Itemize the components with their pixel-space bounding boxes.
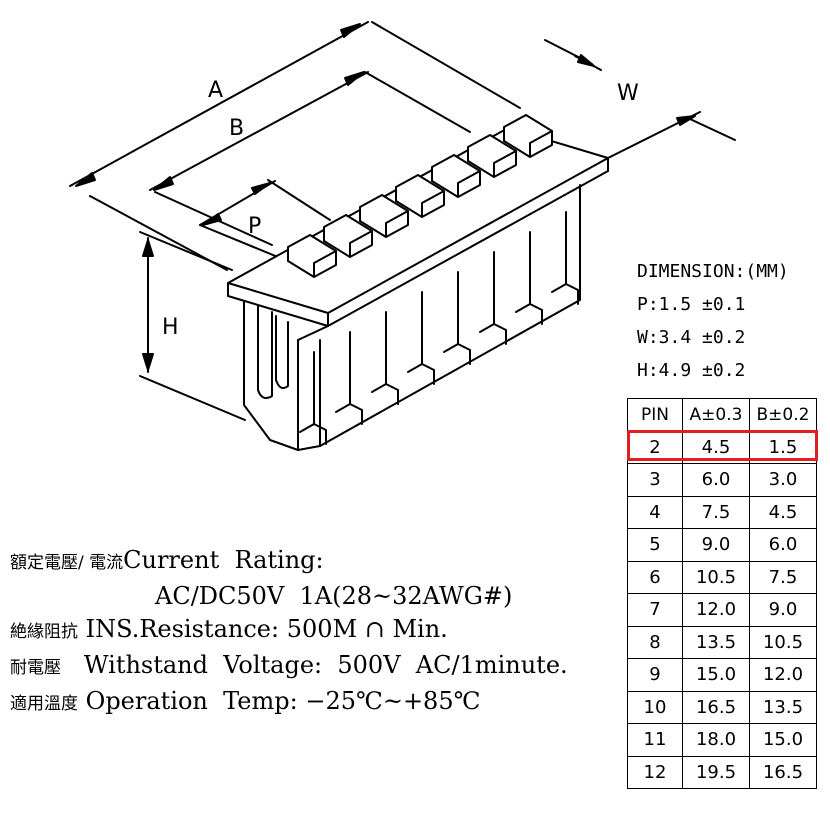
spec-resistance: 絶緣阻抗 INS.Resistance: 500M ∩ Min. [10,613,568,649]
a-cell: 15.0 [682,658,750,692]
a-cell: 7.5 [682,495,750,529]
spec-current-value-row: AC/DC50V 1A(28~32AWG#) [10,580,568,613]
label-a: A [208,78,223,103]
pin-cell: 10 [627,690,683,724]
spec-temp-text: Operation Temp: −25℃~+85℃ [85,687,481,715]
b-cell: 7.5 [749,560,817,594]
b-cell: 1.5 [749,430,817,464]
connector-step [515,231,543,325]
connector-rib [503,114,553,158]
pin-cell: 4 [627,495,683,529]
spec-voltage: 耐電壓 Withstand Voltage: 500V AC/1minute. [10,649,568,685]
dimension-p: P:1.5 ±0.1 [637,294,746,315]
pin-table-header: PIN A±0.3 B±0.2 [627,398,817,432]
a-cell: 13.5 [682,625,750,659]
b-cell: 6.0 [749,528,817,562]
dimension-title: DIMENSION:(MM) [637,261,789,282]
a-cell: 6.0 [682,463,750,497]
a-cell: 4.5 [682,430,750,464]
connector-step [479,251,507,345]
b-cell: 12.0 [749,658,817,692]
header-b: B±0.2 [749,398,817,432]
pin-cell: 5 [627,528,683,562]
spec-current-rating: 額定電壓/ 電流Current Rating: [10,544,568,580]
label-h: H [162,315,179,340]
dimension-h: H:4.9 ±0.2 [637,360,746,381]
specifications: 額定電壓/ 電流Current Rating: AC/DC50V 1A(28~3… [10,544,568,721]
header-a: A±0.3 [682,398,750,432]
spec-resistance-text: INS.Resistance: 500M ∩ Min. [85,615,448,643]
b-cell: 16.5 [749,755,817,789]
b-cell: 15.0 [749,723,817,757]
header-pin: PIN [627,398,683,432]
dimension-w: W:3.4 ±0.2 [637,327,746,348]
label-p: P [248,214,261,239]
a-cell: 18.0 [682,723,750,757]
label-w: W [617,81,639,106]
pin-cell: 7 [627,593,683,627]
b-cell: 3.0 [749,463,817,497]
pin-cell: 9 [627,658,683,692]
connector-step [299,351,327,445]
pin-cell: 3 [627,463,683,497]
spec-resistance-cjk: 絶緣阻抗 [10,622,78,642]
b-cell: 4.5 [749,495,817,529]
a-cell: 19.5 [682,755,750,789]
spec-current-cjk: 額定電壓/ 電流 [10,553,124,573]
pin-cell: 8 [627,625,683,659]
a-cell: 10.5 [682,560,750,594]
a-cell: 16.5 [682,690,750,724]
b-cell: 9.0 [749,593,817,627]
pin-cell: 11 [627,723,683,757]
spec-voltage-text: Withstand Voltage: 500V AC/1minute. [83,651,568,679]
connector-drawing: A B P W H [69,21,736,451]
connector-step [335,331,363,425]
spec-temp-cjk: 適用溫度 [10,694,78,714]
spec-current-value: AC/DC50V 1A(28~32AWG#) [155,582,513,610]
connector-rib [395,174,445,218]
connector-rib [287,234,337,278]
b-cell: 13.5 [749,690,817,724]
spec-temp: 適用溫度 Operation Temp: −25℃~+85℃ [10,685,568,721]
pin-cell: 2 [627,430,683,464]
connector-rib [323,214,373,258]
a-cell: 9.0 [682,528,750,562]
b-cell: 10.5 [749,625,817,659]
spec-voltage-cjk: 耐電壓 [10,658,61,678]
label-b: B [229,116,244,141]
pin-cell: 6 [627,560,683,594]
connector-step [407,291,435,385]
connector-step [443,271,471,365]
connector-step [371,311,399,405]
dimension-spec: DIMENSION:(MM) P:1.5 ±0.1 W:3.4 ±0.2 H:4… [637,255,789,387]
connector-rib [359,194,409,238]
connector-rib [431,154,481,198]
a-cell: 12.0 [682,593,750,627]
connector-rib [467,134,517,178]
spec-current-label: Current Rating: [123,546,324,574]
connector-step [551,211,579,305]
pin-cell: 12 [627,755,683,789]
